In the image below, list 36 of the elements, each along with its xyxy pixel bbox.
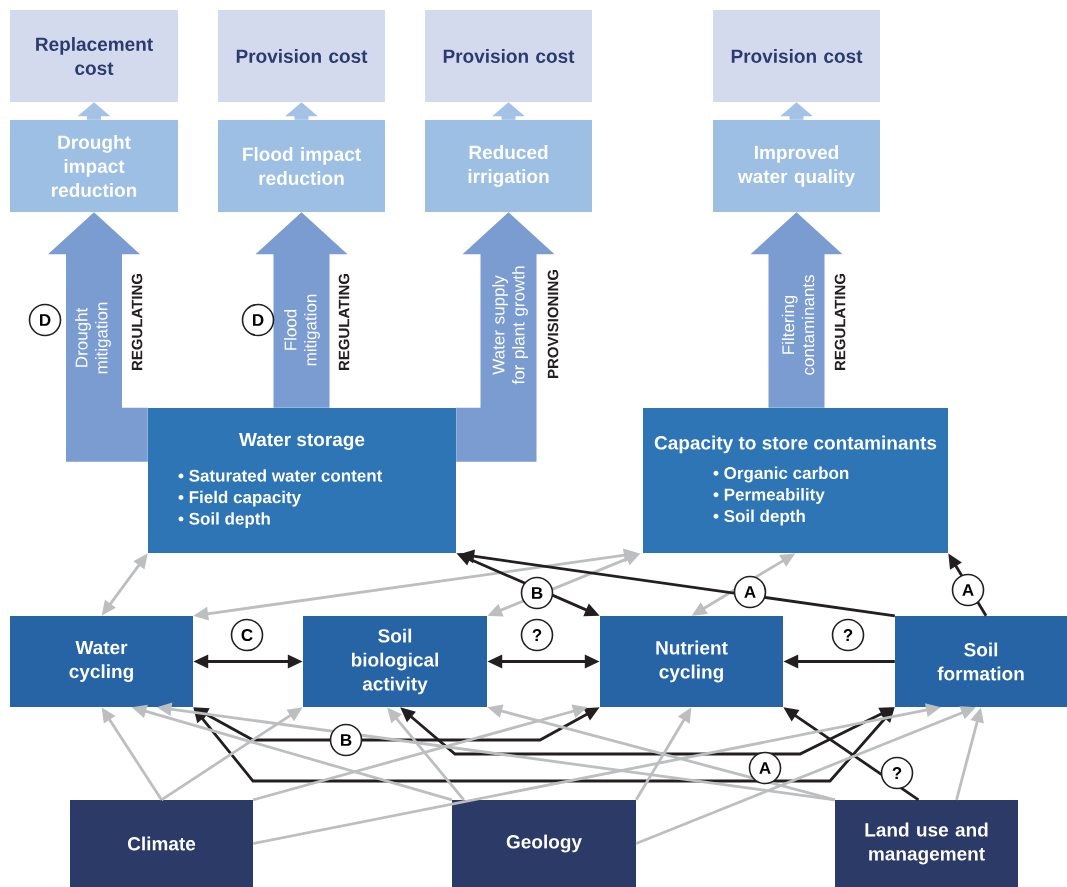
- edge-label: Water supply for plant growth: [491, 243, 529, 407]
- edge-label: ?: [880, 756, 914, 790]
- edge-label: ?: [831, 618, 865, 652]
- category-label: REGULATING: [130, 272, 144, 373]
- cost-box: Provision cost: [218, 10, 385, 102]
- edge-label: Drought mitigation: [74, 289, 112, 387]
- callout-letter: D: [28, 303, 62, 337]
- edge-label: A: [951, 573, 985, 607]
- category-label: REGULATING: [833, 272, 847, 373]
- property-box: Capacity to store contaminants • Organic carbon • Permeability • Soil depth: [643, 408, 948, 553]
- driver-box: Climate: [70, 800, 253, 887]
- driver-box: Geology: [452, 800, 636, 887]
- category-label: REGULATING: [337, 272, 351, 373]
- process-box: Soil formation: [895, 616, 1067, 707]
- cost-box: Provision cost: [713, 10, 880, 102]
- edge-label: Flood mitigation: [283, 281, 321, 379]
- driver-box: Land use and management: [835, 800, 1018, 887]
- edge-label: A: [733, 575, 767, 609]
- outcome-box: Flood impact reduction: [218, 120, 385, 212]
- cost-box: Replacement cost: [10, 10, 178, 102]
- edge-label: B: [520, 576, 554, 610]
- process-box: Soil biological activity: [303, 616, 487, 707]
- edge-label: Filtering contaminants: [780, 261, 816, 389]
- outcome-box: Improved water quality: [713, 120, 880, 212]
- edge-label: A: [748, 751, 782, 785]
- process-box: Water cycling: [10, 616, 193, 707]
- edge-label: ?: [520, 618, 554, 652]
- outcome-box: Reduced irrigation: [425, 120, 592, 212]
- process-box: Nutrient cycling: [600, 616, 783, 707]
- category-label: PROVISIONING: [546, 268, 560, 380]
- property-box: Water storage • Saturated water content • Field capacity • Soil depth: [148, 408, 456, 553]
- callout-letter: D: [241, 303, 275, 337]
- edge-label: B: [329, 723, 363, 757]
- outcome-box: Drought impact reduction: [10, 120, 178, 212]
- edge-label: C: [230, 618, 264, 652]
- cost-box: Provision cost: [425, 10, 592, 102]
